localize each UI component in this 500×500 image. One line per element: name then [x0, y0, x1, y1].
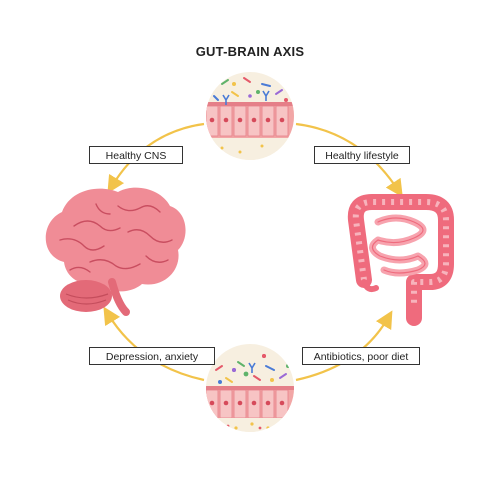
healthy-microbiome-icon — [206, 72, 294, 160]
brain-icon — [45, 187, 186, 316]
arrow-top-to-gut — [295, 122, 403, 198]
label-healthy-lifestyle: Healthy lifestyle — [314, 146, 410, 164]
label-antibiotics-poor-diet: Antibiotics, poor diet — [302, 347, 420, 365]
arrow-top-to-brain — [107, 122, 205, 194]
intestine-icon — [347, 194, 454, 326]
diagram-title: GUT-BRAIN AXIS — [195, 44, 305, 59]
label-depression-anxiety: Depression, anxiety — [89, 347, 215, 365]
label-healthy-cns: Healthy CNS — [89, 146, 183, 164]
unhealthy-microbiome-icon — [206, 344, 294, 432]
